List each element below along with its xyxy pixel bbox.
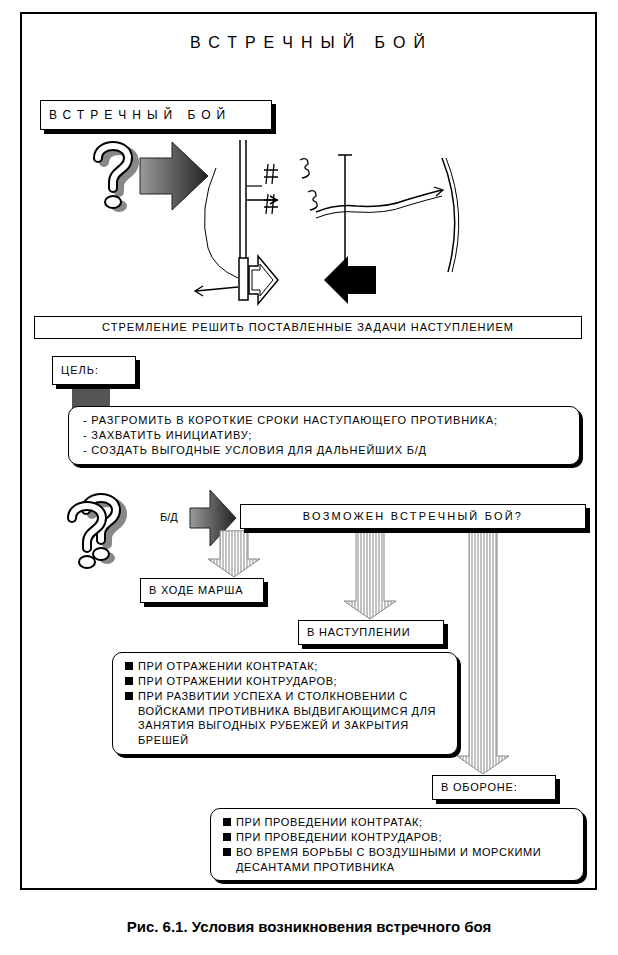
wide-arrow xyxy=(208,531,260,577)
question-box: ВОЗМОЖЕН ВСТРЕЧНЫЙ БОЙ? xyxy=(240,504,586,529)
box-text: ЦЕЛЬ: xyxy=(61,363,127,378)
box-text: ПРИ ПРОВЕДЕНИИ КОНТРУДАРОВ; xyxy=(221,830,573,845)
box-text: В НАСТУПЛЕНИИ xyxy=(307,625,435,640)
box-text: ВО ВРЕМЯ БОРЬБЫ С ВОЗДУШНЫМИ И МОРСКИМИ … xyxy=(221,845,573,875)
box-text: ПРИ РАЗВИТИИ УСПЕХА И СТОЛКНОВЕНИИ С ВОЙ… xyxy=(123,689,447,748)
box-text: - РАЗГРОМИТЬ В КОРОТКИЕ СРОКИ НАСТУПАЮЩЕ… xyxy=(83,413,565,428)
box-text: ВОЗМОЖЕН ВСТРЕЧНЫЙ БОЙ? xyxy=(249,509,577,524)
figure-caption: Рис. 6.1. Условия возникновения встречно… xyxy=(0,918,618,935)
box-text: - ЗАХВАТИТЬ ИНИЦИАТИВУ; xyxy=(83,428,565,443)
goal-heading-box: ЦЕЛЬ: xyxy=(52,356,136,385)
case-box: В ХОДЕ МАРША xyxy=(140,578,264,603)
condition-list-box: ПРИ ПРОВЕДЕНИИ КОНТРАТАК;ПРИ ПРОВЕДЕНИИ … xyxy=(210,808,584,881)
diagram-title: ВСТРЕЧНЫЙ БОЙ xyxy=(190,34,433,52)
arrow-label: Б/Д xyxy=(158,511,180,523)
box-text: СТРЕМЛЕНИЕ РЕШИТЬ ПОСТАВЛЕННЫЕ ЗАДАЧИ НА… xyxy=(41,320,575,335)
box-text: В ОБОРОНЕ: xyxy=(441,780,547,795)
goal-list-box: - РАЗГРОМИТЬ В КОРОТКИЕ СРОКИ НАСТУПАЮЩЕ… xyxy=(68,406,580,465)
case-box: В ОБОРОНЕ: xyxy=(432,775,556,800)
box-text: В ХОДЕ МАРША xyxy=(149,583,255,598)
box-text: ВСТРЕЧНЫЙ БОЙ xyxy=(49,107,263,123)
box-text: ПРИ ОТРАЖЕНИИ КОНТРАТАК; xyxy=(123,659,447,674)
wide-arrow xyxy=(457,531,509,774)
condition-list-box: ПРИ ОТРАЖЕНИИ КОНТРАТАК;ПРИ ОТРАЖЕНИИ КО… xyxy=(112,652,458,755)
wide-arrow xyxy=(344,531,396,619)
box-text: ПРИ ПРОВЕДЕНИИ КОНТРАТАК; xyxy=(221,815,573,830)
box-text: - СОЗДАТЬ ВЫГОДНЫЕ УСЛОВИЯ ДЛЯ ДАЛЬНЕЙШИ… xyxy=(83,443,565,458)
box-text: ПРИ ОТРАЖЕНИИ КОНТРУДАРОВ; xyxy=(123,674,447,689)
heading-box: ВСТРЕЧНЫЙ БОЙ xyxy=(40,100,272,130)
case-box: В НАСТУПЛЕНИИ xyxy=(298,620,444,645)
statement-band: СТРЕМЛЕНИЕ РЕШИТЬ ПОСТАВЛЕННЫЕ ЗАДАЧИ НА… xyxy=(34,316,582,339)
